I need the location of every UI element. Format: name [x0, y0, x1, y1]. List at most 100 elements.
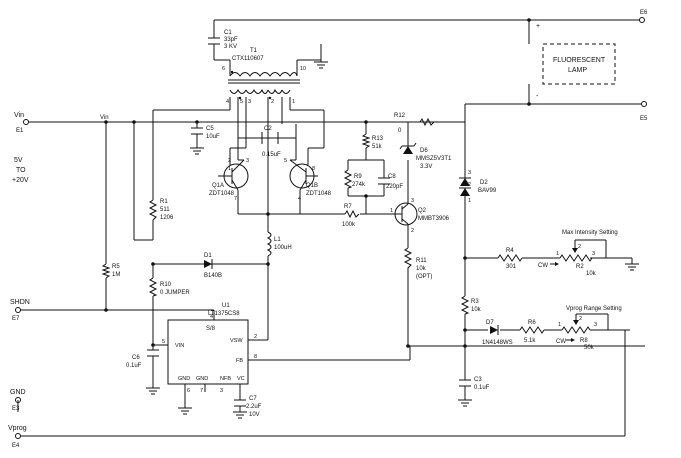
- svg-text:1: 1: [292, 99, 295, 105]
- svg-text:10uF: 10uF: [206, 134, 220, 140]
- supply-range-to: TO: [16, 167, 26, 174]
- port-shdn-icon: [15, 307, 21, 313]
- port-lamp-top-icon: [639, 17, 645, 23]
- svg-text:C8: C8: [388, 174, 396, 180]
- svg-text:50k: 50k: [584, 345, 595, 351]
- svg-text:D1: D1: [204, 253, 212, 259]
- svg-text:GND: GND: [196, 376, 208, 382]
- svg-text:T1: T1: [250, 48, 258, 54]
- svg-text:2.2uF: 2.2uF: [246, 404, 262, 410]
- svg-text:33pF: 33pF: [224, 37, 238, 43]
- port-shdn[interactable]: SHDN E7: [10, 299, 30, 322]
- svg-text:100k: 100k: [342, 222, 356, 228]
- svg-text:R1: R1: [160, 199, 168, 205]
- svg-text:4: 4: [226, 99, 229, 105]
- svg-text:1: 1: [468, 198, 471, 204]
- port-shdn-id: E7: [12, 316, 20, 322]
- svg-text:Max Intensity Setting: Max Intensity Setting: [562, 230, 618, 236]
- svg-text:R13: R13: [372, 136, 384, 142]
- svg-text:6: 6: [187, 388, 190, 394]
- svg-text:0.15uF: 0.15uF: [262, 152, 281, 158]
- resistor-r7: R7 100k: [342, 204, 360, 228]
- svg-text:1M: 1M: [112, 272, 120, 278]
- svg-text:1: 1: [556, 251, 559, 257]
- port-vin[interactable]: Vin E1: [14, 112, 29, 134]
- svg-text:R5: R5: [112, 264, 120, 270]
- svg-text:C5: C5: [206, 126, 214, 132]
- svg-text:51k: 51k: [372, 144, 383, 150]
- transistor-q1b: Q1B ZDT1048 5 8 4: [284, 158, 332, 202]
- svg-text:3.3V: 3.3V: [420, 164, 432, 170]
- ground-icon: [178, 407, 192, 415]
- svg-text:D7: D7: [486, 320, 494, 326]
- svg-text:1: 1: [390, 208, 393, 214]
- zener-diode-d6: D6 MMSZ5V3T1 3.3V: [399, 142, 452, 170]
- port-lamp-top[interactable]: E6 +: [536, 10, 648, 30]
- svg-text:C3: C3: [474, 377, 482, 383]
- capacitor-c8: C8 220pF: [378, 174, 403, 190]
- svg-text:R11: R11: [416, 258, 427, 264]
- svg-text:2: 2: [578, 244, 581, 250]
- diode-d1: D1 B140B: [204, 253, 222, 279]
- svg-text:2: 2: [411, 228, 414, 234]
- svg-text:Q1B: Q1B: [306, 183, 318, 189]
- svg-text:R9: R9: [354, 174, 362, 180]
- svg-text:5: 5: [284, 158, 287, 164]
- resistor-r11: R11 10k (OPT): [403, 247, 432, 280]
- resistor-r1: R1 511 1206: [148, 199, 174, 221]
- svg-text:0: 0: [398, 128, 402, 134]
- svg-text:NFB: NFB: [220, 376, 231, 382]
- svg-text:ZDT1048: ZDT1048: [306, 191, 332, 197]
- svg-text:1206: 1206: [160, 215, 174, 221]
- wires: [20, 19, 645, 437]
- ground-icon: [458, 399, 472, 407]
- port-gnd-name: GND: [10, 389, 26, 396]
- svg-text:MMBT3906: MMBT3906: [418, 216, 450, 222]
- transistor-q1a: Q1A ZDT1048 2 1 3 7: [209, 158, 249, 202]
- transformer-t1: T1 CTX110607 6 10 4 5 3 2 1: [222, 48, 306, 105]
- port-vin-id: E1: [16, 128, 24, 134]
- svg-text:BAV99: BAV99: [478, 188, 497, 194]
- svg-text:R4: R4: [506, 248, 514, 254]
- capacitor-c1: C1 33pF 3 KV: [208, 30, 238, 50]
- svg-text:LT1375CS8: LT1375CS8: [208, 311, 240, 317]
- resistor-r5: R5 1M: [101, 263, 120, 279]
- resistor-r12: R12 0: [394, 113, 435, 134]
- svg-text:D6: D6: [420, 148, 428, 154]
- svg-text:3: 3: [248, 99, 251, 105]
- lamp-label-line1: FLUORESCENT: [553, 57, 606, 64]
- svg-text:10k: 10k: [586, 271, 597, 277]
- port-lamp-bot-icon: [641, 101, 647, 107]
- svg-text:Q1A: Q1A: [212, 183, 224, 189]
- svg-text:L1: L1: [274, 237, 281, 243]
- svg-text:3: 3: [594, 322, 597, 328]
- svg-text:10V: 10V: [249, 412, 260, 418]
- capacitor-c6: C6 0.1uF: [126, 349, 159, 369]
- svg-text:220pF: 220pF: [386, 184, 403, 190]
- capacitor-c5: C5 10uF: [191, 126, 220, 140]
- svg-text:R10: R10: [160, 282, 172, 288]
- supply-range-min: 5V: [14, 157, 23, 164]
- port-vprog[interactable]: Vprog E4: [8, 425, 27, 449]
- port-lamp-bot-id: E5: [640, 116, 648, 122]
- ground-icon: [146, 387, 160, 395]
- svg-text:2: 2: [254, 334, 257, 340]
- port-lamp-bot[interactable]: E5 -: [536, 93, 648, 122]
- svg-text:3: 3: [592, 251, 595, 257]
- ic-u1: U1 LT1375CS8 S/8 VIN VSW FB GND GND NFB …: [162, 303, 257, 394]
- svg-text:U1: U1: [222, 303, 230, 309]
- svg-text:VC: VC: [237, 376, 245, 382]
- svg-text:MMSZ5V3T1: MMSZ5V3T1: [416, 156, 452, 162]
- svg-text:R3: R3: [471, 299, 479, 305]
- svg-text:C6: C6: [132, 355, 140, 361]
- lamp-label-line2: LAMP: [568, 67, 587, 74]
- resistor-r6: R6 5.1k: [519, 320, 545, 344]
- port-vprog-icon: [15, 433, 21, 439]
- svg-text:6: 6: [222, 66, 225, 72]
- svg-text:274k: 274k: [352, 182, 366, 188]
- svg-text:511: 511: [160, 207, 170, 213]
- svg-text:3: 3: [468, 170, 471, 176]
- port-vin-icon: [23, 119, 29, 125]
- svg-text:2: 2: [228, 158, 231, 164]
